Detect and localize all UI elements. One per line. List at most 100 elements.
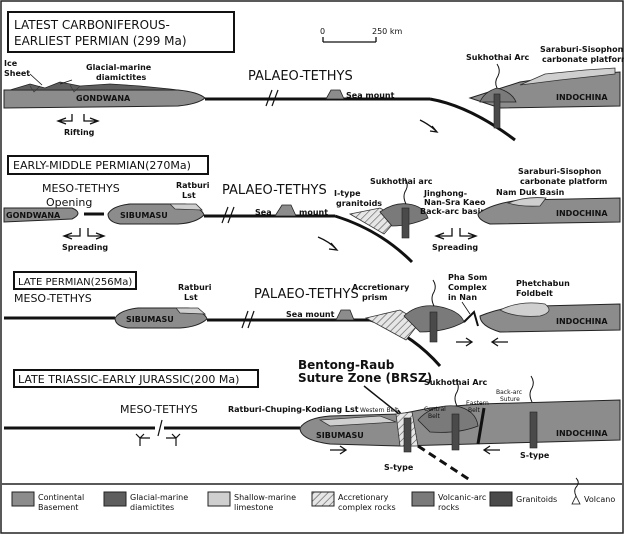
- volcano-icon-4b: [529, 375, 534, 403]
- granitoid-2: [401, 207, 410, 239]
- stype-label-right: S-type: [520, 451, 550, 460]
- legend-basement-l2: Basement: [38, 503, 78, 512]
- panel1-title-line1: LATEST CARBONIFEROUS-: [14, 18, 170, 32]
- convergence-arrow-4b: [482, 445, 500, 455]
- ratburi-lst-3: [175, 307, 207, 315]
- panel4-title: LATE TRIASSIC-EARLY JURASSIC(200 Ma): [18, 373, 239, 386]
- legend-limestone-l2: limestone: [234, 503, 273, 512]
- ratburi-label-2b: Lst: [182, 191, 196, 200]
- sukhothai-label-4: Sukhothai Arc: [424, 378, 488, 387]
- legend-glacial-l1: Glacial-marine: [130, 493, 188, 502]
- ratburi-label-2a: Ratburi: [176, 181, 210, 190]
- panel-200ma: LATE TRIASSIC-EARLY JURASSIC(200 Ma) Ben…: [4, 358, 621, 482]
- convergence-arrow-3a: [456, 337, 474, 347]
- legend-volcanic-l1: Volcanic-arc: [438, 493, 486, 502]
- legend-swatch-volcanic: [411, 491, 435, 507]
- spreading-arrow-2r-right: [459, 228, 478, 240]
- legend-volcano: Volcano: [584, 495, 615, 504]
- panel-256ma: LATE PERMIAN(256Ma) MESO-TETHYS SIBUMASU…: [4, 271, 621, 367]
- seamount-1: [325, 89, 345, 100]
- spreading-label-left: Spreading: [62, 243, 108, 252]
- granitoid-4b: [451, 413, 460, 451]
- glacial-label-2: diamictites: [96, 73, 147, 82]
- legend-limestone-l1: Shallow-marine: [234, 493, 296, 502]
- indochina-label-2: INDOCHINA: [556, 209, 608, 218]
- ratburi-lst-4: [318, 415, 397, 427]
- legend-swatch-basement: [11, 491, 35, 507]
- namduk-label-2: Nam Duk Basin: [496, 188, 565, 197]
- legend-basement-l1: Continental: [38, 493, 84, 502]
- central-belt-label-a: Central: [424, 406, 446, 413]
- spreading-arrow-2r-left: [434, 228, 453, 240]
- granitoid-4a: [403, 417, 412, 453]
- scale-km: 250 km: [372, 27, 402, 36]
- legend-swatch-accretionary: [311, 491, 335, 507]
- convergence-arrow-4a: [330, 445, 348, 455]
- sukhothai-label-2: Sukhothai arc: [370, 177, 433, 186]
- phasom-label-3a: Pha Som: [448, 273, 487, 282]
- sukhothai-label-1: Sukhothai Arc: [466, 53, 530, 62]
- brsz-label-b: Suture Zone (BRSZ): [298, 371, 432, 385]
- mount-label-2: mount: [299, 208, 328, 217]
- panel1-title-box: [7, 11, 235, 53]
- indochina-label-3: INDOCHINA: [556, 317, 608, 326]
- palaeo-tethys-label-2: PALAEO-TETHYS: [222, 183, 327, 198]
- panel2-title: EARLY-MIDDLE PERMIAN(270Ma): [13, 159, 191, 172]
- ratburi-label-3a: Ratburi: [178, 283, 212, 292]
- volcanic-arc-4: [417, 405, 479, 433]
- jinghong-label-2c: Back-arc basin: [420, 207, 486, 216]
- convergence-arrow-3b: [490, 337, 508, 347]
- saraburi-label-2b: carbonate platform: [520, 177, 607, 186]
- meso-tethys-label-2: MESO-TETHYS: [42, 182, 120, 195]
- rifting-arrow-right: [83, 114, 100, 125]
- volcano-icon-2: [403, 177, 408, 205]
- sibumasu-label-2: SIBUMASU: [120, 211, 168, 220]
- ratburi-label-4: Ratburi-Chuping-Kodiang Lst: [228, 405, 359, 414]
- legend-volcanic-l2: rocks: [438, 503, 459, 512]
- granitoid-4c: [529, 411, 538, 449]
- ratburi-label-3b: Lst: [184, 293, 198, 302]
- spreading-label-right: Spreading: [432, 243, 478, 252]
- rifting-arrow-left: [56, 114, 73, 125]
- panel-299ma: LATEST CARBONIFEROUS- EARLIEST PERMIAN (…: [3, 11, 624, 142]
- legend-swatch-granitoids: [489, 491, 513, 507]
- eastern-belt-label-a: Eastern: [466, 400, 489, 407]
- seamount-3: [335, 309, 355, 321]
- relict-slab-4: [417, 444, 471, 482]
- legend-granitoids: Granitoids: [516, 495, 557, 504]
- pha-som-suture: [463, 310, 479, 327]
- gondwana-label-2: GONDWANA: [6, 211, 61, 220]
- carbonate-platform-1: [519, 67, 616, 86]
- sibumasu-label-3: SIBUMASU: [126, 315, 174, 324]
- saraburi-label-1b: carbonate platform: [542, 55, 624, 64]
- granitoid-1: [493, 93, 501, 129]
- volcano-icon-4a: [454, 379, 459, 407]
- spreading-arrow-2l-right: [87, 228, 106, 240]
- legend-glacial-l2: diamictites: [130, 503, 174, 512]
- central-belt-label-b: Belt: [428, 413, 440, 420]
- stype-label-left: S-type: [384, 463, 414, 472]
- legend-accretionary-l1: Accretionary: [338, 493, 389, 502]
- indochina-label-4: INDOCHINA: [556, 429, 608, 438]
- panel1-title-line2: EARLIEST PERMIAN (299 Ma): [14, 34, 187, 48]
- legend-accretionary-l2: complex rocks: [338, 503, 396, 512]
- granitoid-3: [429, 311, 438, 343]
- spreading-arrow-2l-left: [62, 228, 81, 240]
- scale-zero: 0: [320, 27, 325, 36]
- subducting-slab-1: [429, 97, 516, 142]
- panel4-title-box: [13, 369, 259, 388]
- backarc-label-a: Back-arc: [496, 389, 522, 396]
- legend: Continental Basement Glacial-marine diam…: [11, 477, 615, 512]
- ice-sheet-label-2: Sheet: [4, 69, 30, 78]
- volcano-icon-legend: [571, 495, 581, 505]
- scale-bar: 0 250 km: [320, 27, 402, 43]
- glacial-label-1: Glacial-marine: [86, 63, 152, 72]
- nam-duk-basin-2: [506, 197, 547, 207]
- panel3-title: LATE PERMIAN(256Ma): [18, 277, 132, 288]
- western-belt-label: Western Belt: [360, 407, 399, 414]
- sea-label-2: Sea: [255, 208, 272, 217]
- backarc-label-b: Suture: [500, 396, 520, 403]
- seamount-label-3: Sea mount: [286, 310, 335, 319]
- accretionary-label-3a: Accretionary: [352, 283, 410, 292]
